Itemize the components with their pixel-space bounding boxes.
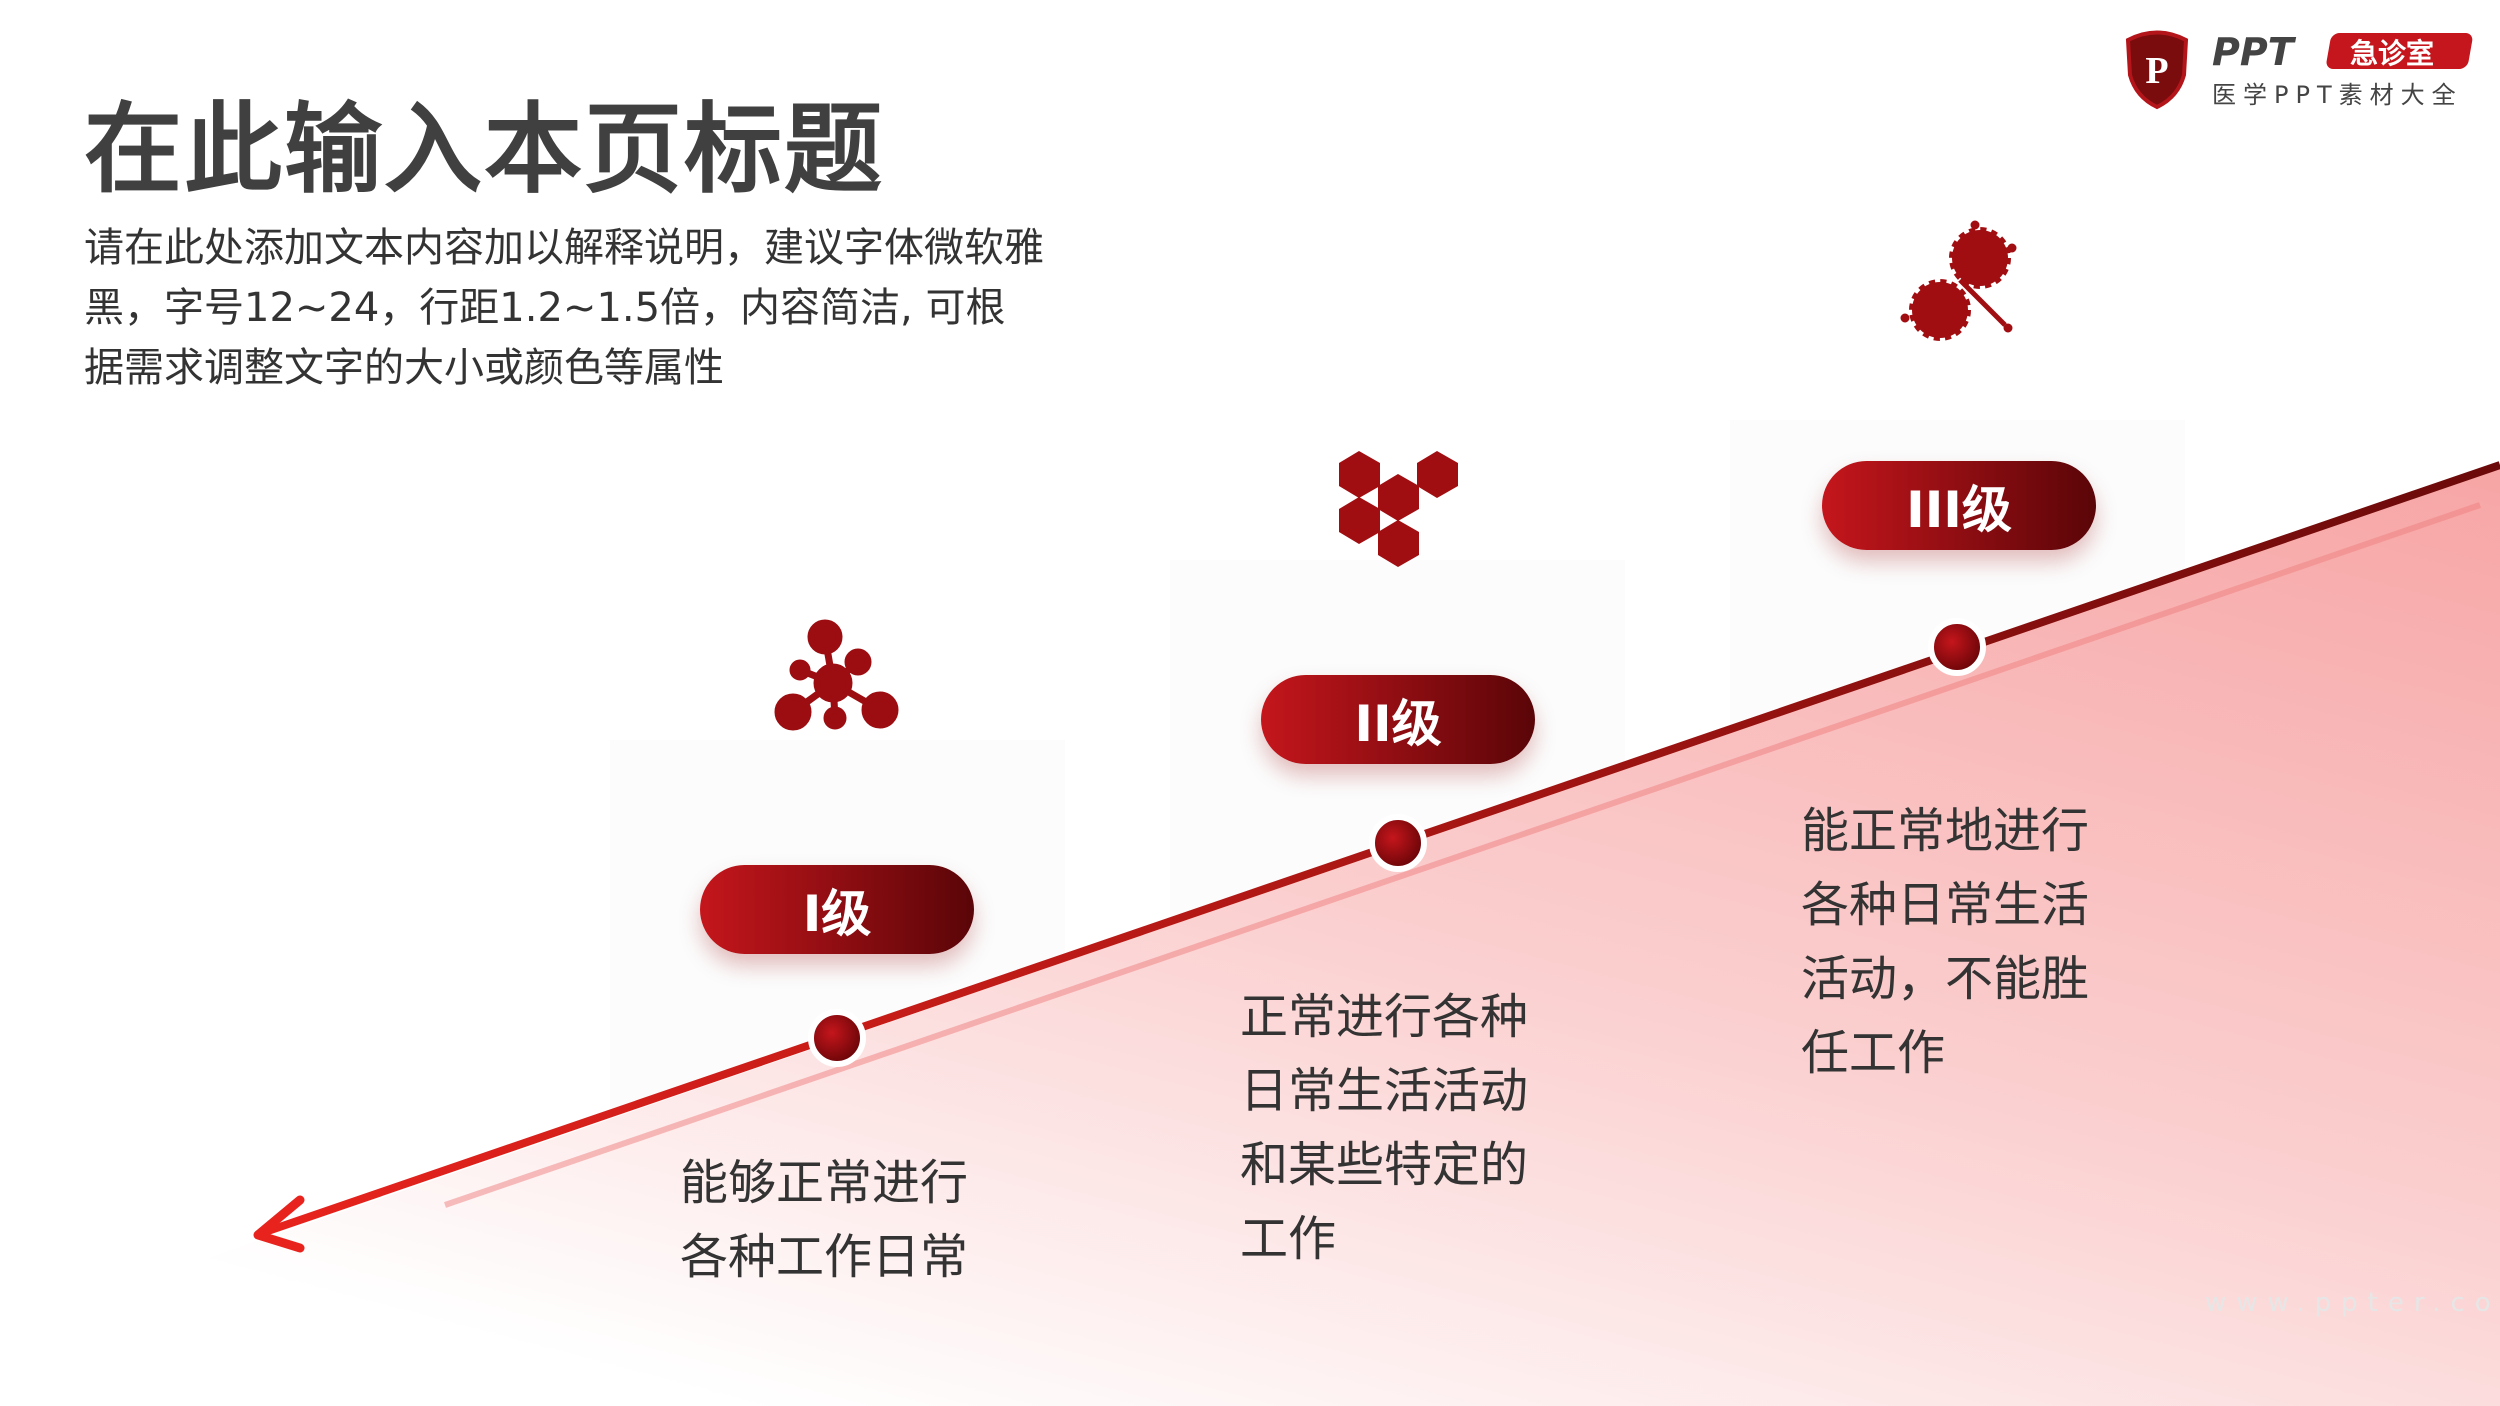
page-title: 在此输入本页标题 xyxy=(84,93,885,207)
virus-icon xyxy=(1900,220,2017,341)
level-3-badge: III级 xyxy=(1822,461,2096,550)
hexagon-cluster-icon xyxy=(1339,451,1458,567)
svg-text:医学PPT素材大全: 医学PPT素材大全 xyxy=(2212,81,2463,109)
level-1-badge: I级 xyxy=(700,865,974,954)
watermark: www.ppter.com xyxy=(2205,1288,2500,1318)
level-dots xyxy=(808,618,1986,1067)
logo: P PPT 急诊室 医学PPT素材大全 xyxy=(2120,25,2480,110)
svg-text:急诊室: 急诊室 xyxy=(2350,37,2434,70)
level-3-description: 能正常地进行 各种日常生活 活动，不能胜 任工作 xyxy=(1801,803,2090,1081)
svg-text:PPT: PPT xyxy=(2212,30,2297,74)
level-2-badge: II级 xyxy=(1261,675,1535,764)
level-1-description: 能够正常进行 各种工作日常 xyxy=(680,1155,969,1285)
dot-level-2 xyxy=(1369,814,1427,872)
pink-area xyxy=(0,465,2500,1406)
shield-logo-icon xyxy=(2125,30,2189,110)
arrow-head-icon xyxy=(253,1195,305,1253)
svg-text:P: P xyxy=(2145,50,2168,92)
page-description: 请在此处添加文本内容加以解释说明，建议字体微软雅黑，字号12~24，行距1.2~… xyxy=(84,225,1044,391)
level-2-description: 正常进行各种 日常生活活动 和某些特定的 工作 xyxy=(1240,989,1529,1267)
dot-level-1 xyxy=(808,1009,866,1067)
dot-level-3 xyxy=(1928,618,1986,676)
molecule-icon xyxy=(774,619,899,731)
